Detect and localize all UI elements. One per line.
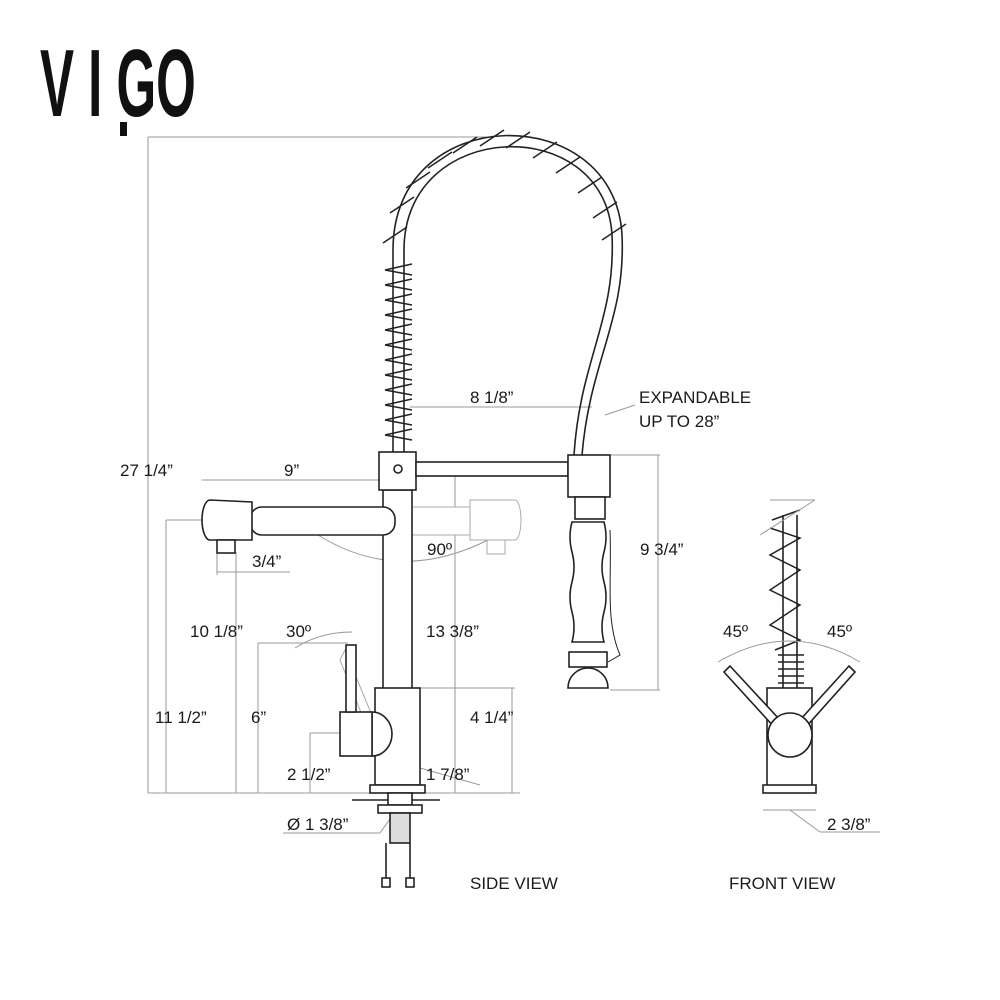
spring-coil-loops <box>382 129 627 441</box>
label-right-angle: 45º <box>827 622 852 641</box>
dimension-labels: 27 1/4” 9” 3/4” 8 1/8” EXPANDABLE UP TO … <box>120 388 871 893</box>
label-expandable-line1: EXPANDABLE <box>639 388 751 407</box>
label-handle-base: 2 1/2” <box>287 765 331 784</box>
label-sprayer-reach: 8 1/8” <box>470 388 514 407</box>
vigo-logo: V I GO <box>40 30 196 137</box>
label-total-height: 27 1/4” <box>120 461 173 480</box>
label-spout-height: 11 1/2” <box>155 708 207 727</box>
side-view-title: SIDE VIEW <box>470 874 558 893</box>
pull-down-hose <box>392 134 624 456</box>
front-view-faucet <box>717 499 880 833</box>
label-spout-reach: 9” <box>284 461 299 480</box>
label-arm-height: 13 3/8” <box>426 622 479 641</box>
label-sprayer-height: 9 3/4” <box>640 540 684 559</box>
label-spout-rotation: 90º <box>427 540 452 559</box>
spring-coil <box>382 129 627 441</box>
label-hole-diameter: Ø 1 3/8” <box>287 815 349 834</box>
label-left-angle: 45º <box>723 622 748 641</box>
label-spout-clearance: 10 1/8” <box>190 622 243 641</box>
spout-rotation-ghost <box>339 499 522 741</box>
side-dimension-lines <box>147 136 660 834</box>
front-view-title: FRONT VIEW <box>729 874 835 893</box>
label-handle-height: 6” <box>251 708 266 727</box>
label-body-height: 4 1/4” <box>470 708 514 727</box>
label-handle-angle: 30º <box>286 622 311 641</box>
label-spout-nozzle: 3/4” <box>252 552 282 571</box>
label-expandable-line2: UP TO 28” <box>639 412 720 431</box>
svg-text:V I GO: V I GO <box>40 30 196 137</box>
label-base-width: 2 3/8” <box>827 815 871 834</box>
side-view-faucet <box>201 451 621 888</box>
label-base-diameter: 1 7/8” <box>426 765 470 784</box>
